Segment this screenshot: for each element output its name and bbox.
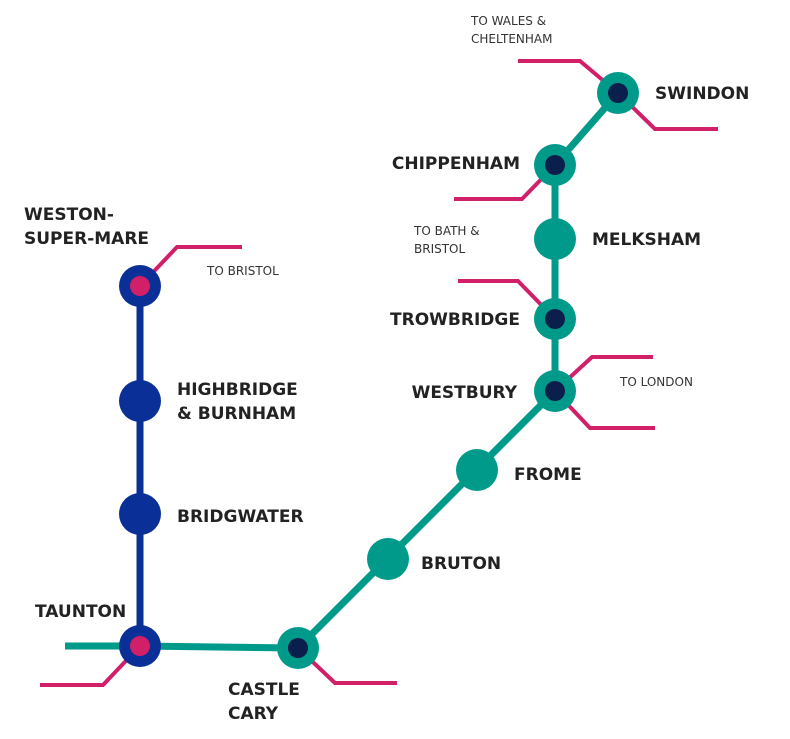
dest-wales-line1: TO WALES & xyxy=(470,14,546,28)
label-castle-cary-line1: CASTLE xyxy=(228,680,300,700)
label-chippenham: CHIPPENHAM xyxy=(392,154,520,174)
station-swindon[interactable] xyxy=(597,72,639,114)
dest-london: TO LONDON xyxy=(619,375,693,389)
station-taunton[interactable] xyxy=(119,625,161,667)
label-frome: FROME xyxy=(514,465,582,485)
stations xyxy=(119,72,639,669)
station-melksham[interactable] xyxy=(534,218,576,260)
label-bruton: BRUTON xyxy=(421,554,501,574)
label-weston-line2: SUPER-MARE xyxy=(24,229,149,249)
dest-bristol: TO BRISTOL xyxy=(206,264,279,278)
station-highbridge[interactable] xyxy=(119,380,161,422)
station-westbury[interactable] xyxy=(534,370,576,412)
station-chippenham[interactable] xyxy=(534,144,576,186)
label-highbridge-line1: HIGHBRIDGE xyxy=(177,380,298,400)
station-bridgwater-dot xyxy=(119,493,161,535)
label-bridgwater: BRIDGWATER xyxy=(177,507,304,527)
station-labels: SWINDON CHIPPENHAM MELKSHAM TROWBRIDGE W… xyxy=(24,84,749,724)
station-bridgwater[interactable] xyxy=(119,493,161,535)
station-castle-cary[interactable] xyxy=(277,627,319,669)
green-line xyxy=(65,90,621,652)
station-frome[interactable] xyxy=(456,449,498,491)
station-trowbridge[interactable] xyxy=(534,298,576,340)
station-melksham-dot xyxy=(534,218,576,260)
destination-labels: TO WALES & CHELTENHAM TO BATH & BRISTOL … xyxy=(206,14,693,389)
label-highbridge-line2: & BURNHAM xyxy=(177,404,296,424)
station-swindon-dot xyxy=(608,83,628,103)
station-trowbridge-dot xyxy=(545,309,565,329)
label-trowbridge: TROWBRIDGE xyxy=(390,310,520,330)
green-line-route xyxy=(65,90,621,652)
dest-bath-line1: TO BATH & xyxy=(413,224,480,238)
station-taunton-dot xyxy=(130,636,150,656)
station-weston-super-mare[interactable] xyxy=(119,265,161,307)
dest-wales-line2: CHELTENHAM xyxy=(471,32,553,46)
station-frome-dot xyxy=(456,449,498,491)
station-westbury-dot xyxy=(545,381,565,401)
station-castle-cary-dot xyxy=(288,638,308,658)
station-chippenham-dot xyxy=(545,155,565,175)
label-westbury: WESTBURY xyxy=(412,383,518,403)
station-bruton[interactable] xyxy=(367,538,409,580)
label-castle-cary-line2: CARY xyxy=(228,704,279,724)
station-bruton-dot xyxy=(367,538,409,580)
label-weston-line1: WESTON- xyxy=(24,205,114,225)
label-taunton: TAUNTON xyxy=(35,602,126,622)
station-weston-dot xyxy=(130,276,150,296)
dest-bath-line2: BRISTOL xyxy=(414,242,466,256)
station-highbridge-dot xyxy=(119,380,161,422)
label-swindon: SWINDON xyxy=(655,84,749,104)
label-melksham: MELKSHAM xyxy=(592,230,701,250)
